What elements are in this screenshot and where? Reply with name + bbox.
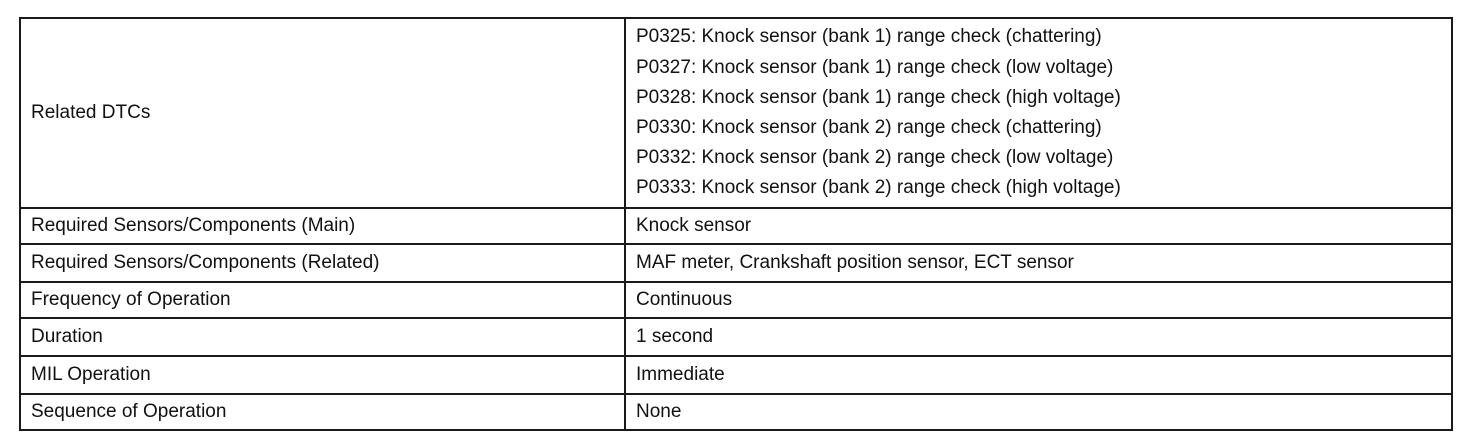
row-label-sequence: Sequence of Operation [19,393,626,431]
row-value-required-related: MAF meter, Crankshaft position sensor, E… [624,243,1453,283]
row-label-duration: Duration [19,317,626,357]
dtc-list: P0325: Knock sensor (bank 1) range check… [636,22,1441,203]
dtc-item: P0325: Knock sensor (bank 1) range check… [636,26,1102,48]
dtc-item: P0328: Knock sensor (bank 1) range check… [636,86,1121,108]
row-value-duration: 1 second [624,317,1453,357]
table-row: Duration 1 second [19,317,1453,357]
row-label-related-dtcs: Related DTCs [19,17,626,209]
row-value-mil-operation: Immediate [624,355,1453,395]
row-label-frequency: Frequency of Operation [19,281,626,319]
dtc-item: P0333: Knock sensor (bank 2) range check… [636,177,1121,199]
row-value-sequence: None [624,393,1453,431]
dtc-item: P0332: Knock sensor (bank 2) range check… [636,147,1114,169]
row-value-frequency: Continuous [624,281,1453,319]
related-dtcs-cell: P0325: Knock sensor (bank 1) range check… [624,17,1453,209]
table-row: Frequency of Operation Continuous [19,281,1453,319]
row-label-mil-operation: MIL Operation [19,355,626,395]
monitor-spec-table: Related DTCs P0325: Knock sensor (bank 1… [19,17,1453,431]
row-value-required-main: Knock sensor [624,207,1453,245]
table-row: Sequence of Operation None [19,393,1453,431]
table-row: MIL Operation Immediate [19,355,1453,395]
table-row: Related DTCs P0325: Knock sensor (bank 1… [19,17,1453,209]
dtc-item: P0327: Knock sensor (bank 1) range check… [636,56,1114,78]
dtc-item: P0330: Knock sensor (bank 2) range check… [636,117,1102,138]
row-label-required-related: Required Sensors/Components (Related) [19,243,626,283]
table-row: Required Sensors/Components (Main) Knock… [19,207,1453,245]
table-row: Required Sensors/Components (Related) MA… [19,243,1453,283]
row-label-required-main: Required Sensors/Components (Main) [19,207,626,245]
